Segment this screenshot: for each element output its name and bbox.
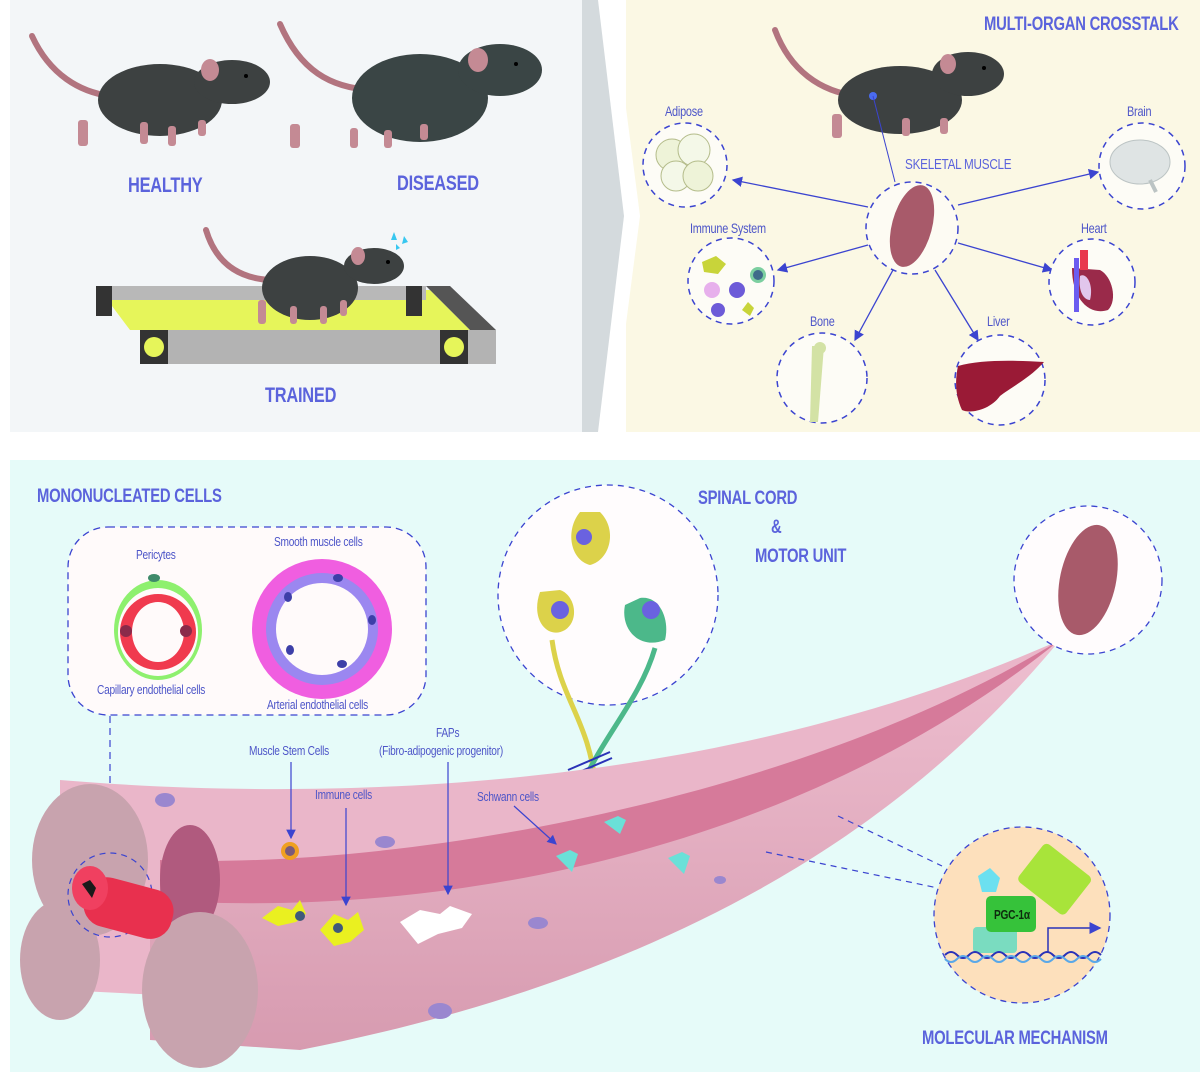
organ-bone (776, 332, 868, 424)
mouse-healthy-icon (29, 33, 270, 146)
label-immune-system: Immune System (690, 220, 766, 236)
title-multi-organ-crosstalk: MULTI-ORGAN CROSSTALK (984, 14, 1179, 35)
dna-icon (944, 951, 1102, 959)
label-smooth-muscle: Smooth muscle cells (274, 534, 363, 549)
organ-liver (954, 334, 1046, 426)
label-faps-full: (Fibro-adipogenic progenitor) (379, 743, 503, 758)
label-muscle-stem-cells: Muscle Stem Cells (249, 743, 329, 758)
label-pgc1a: PGC-1α (994, 907, 1030, 922)
label-healthy: HEALTHY (128, 174, 203, 197)
title-molecular-mechanism: MOLECULAR MECHANISM (922, 1028, 1108, 1049)
coactivator-icon (1018, 843, 1092, 915)
arteriole-icon (252, 559, 392, 699)
organ-heart (1048, 238, 1136, 326)
label-liver: Liver (987, 313, 1010, 329)
label-adipose: Adipose (665, 103, 703, 119)
muscle-icon (889, 185, 935, 267)
schwann-cell-icon (604, 816, 626, 834)
title-mononucleated-cells: MONONUCLEATED CELLS (37, 486, 222, 507)
title-spinal-cord: SPINAL CORD (698, 488, 798, 509)
transition-chevron (582, 0, 640, 432)
label-capillary-endothelial: Capillary endothelial cells (97, 682, 206, 697)
label-skeletal-muscle: SKELETAL MUSCLE (905, 156, 1012, 173)
label-brain: Brain (1127, 103, 1152, 119)
organ-brain (1098, 122, 1186, 210)
muscle-icon (1058, 524, 1118, 636)
title-ampersand: & (771, 517, 782, 538)
spinal-cord-node (497, 484, 719, 871)
organ-immune-system (687, 237, 775, 325)
receptor-icon (978, 868, 1000, 892)
label-trained: TRAINED (265, 384, 337, 407)
label-heart: Heart (1081, 220, 1107, 236)
organ-adipose (642, 122, 728, 208)
blood-vessel-icon (67, 852, 174, 939)
muscle-end-node (1013, 505, 1163, 655)
fap-cell-icon (400, 906, 472, 944)
label-arterial-endothelial: Arterial endothelial cells (267, 697, 369, 712)
mouse-crosstalk-icon (772, 27, 1004, 183)
immune-cell-icon (262, 900, 306, 926)
mouse-diseased-icon (277, 21, 542, 148)
label-immune-cells: Immune cells (315, 787, 372, 802)
mouse-trained-icon (203, 227, 408, 324)
skeletal-muscle-node (865, 181, 959, 275)
label-diseased: DISEASED (397, 172, 479, 195)
label-schwann-cells: Schwann cells (477, 789, 539, 804)
schwann-cell-icon (556, 850, 578, 872)
label-bone: Bone (810, 313, 835, 329)
transcription-factor-icon (973, 927, 1017, 953)
muscle-fibers (20, 640, 1060, 1068)
title-motor-unit: MOTOR UNIT (755, 546, 847, 567)
annotation-arrows (286, 762, 557, 907)
schwann-cell-icon (668, 852, 690, 874)
crosstalk-arrows (731, 169, 1100, 342)
label-pericytes: Pericytes (136, 547, 176, 562)
capillary-icon (114, 574, 202, 680)
sweat-icon (391, 232, 408, 250)
label-faps: FAPs (436, 725, 460, 740)
molecular-mechanism-node (765, 815, 1111, 1004)
pgc1a-box (986, 896, 1036, 932)
